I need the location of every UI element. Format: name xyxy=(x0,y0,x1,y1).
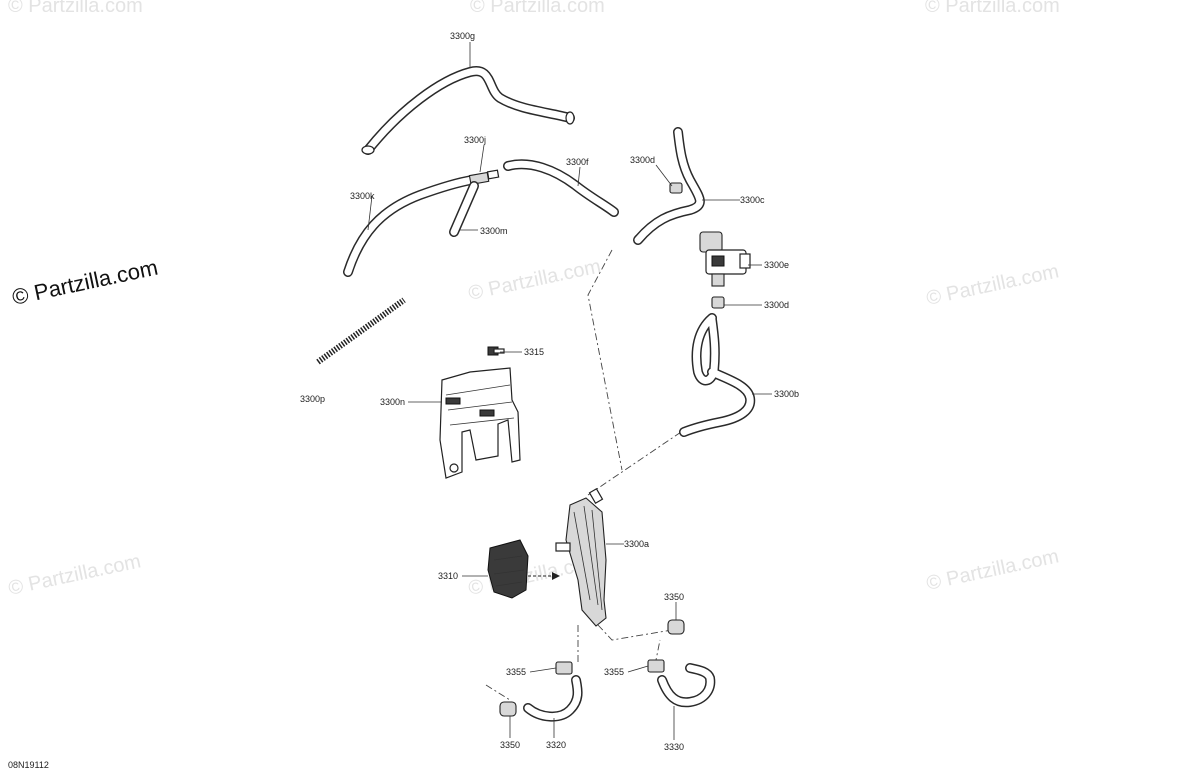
clip-3355-right xyxy=(647,659,665,673)
callout-3300f: 3300f xyxy=(566,157,589,167)
callout-labels: 3300g 3300j 3300f 3300d 3300c 3300k 3300… xyxy=(300,31,799,752)
diagram-code: 08N19112 xyxy=(8,760,49,770)
callout-3355-right: 3355 xyxy=(604,667,624,677)
watermark-text: © Partzilla.com xyxy=(924,545,1060,595)
watermark-text: © Partzilla.com xyxy=(925,0,1060,17)
assembly-lines xyxy=(485,249,685,701)
canister-3300a xyxy=(555,487,607,627)
callout-3355-left: 3355 xyxy=(506,667,526,677)
hose-3300b xyxy=(679,313,756,437)
leader-lines xyxy=(367,42,772,740)
watermark-text: © Partzilla.com xyxy=(6,550,142,600)
callout-3330: 3330 xyxy=(664,742,684,752)
callout-3300a: 3300a xyxy=(624,539,649,549)
callout-3300j: 3300j xyxy=(464,135,486,145)
clip-3355-left xyxy=(555,661,573,675)
valve-3300e xyxy=(699,231,751,287)
hose-3300k xyxy=(343,175,477,277)
watermark-text: © Partzilla.com xyxy=(8,0,143,17)
watermark-text: © Partzilla.com xyxy=(470,0,605,17)
bracket-3300n xyxy=(439,367,521,479)
callout-3300e: 3300e xyxy=(764,260,789,270)
hose-3320 xyxy=(523,675,583,722)
callout-3310: 3310 xyxy=(438,571,458,581)
hose-3300g xyxy=(361,66,575,155)
callout-3320: 3320 xyxy=(546,740,566,750)
watermark-main: © Partzilla.com xyxy=(10,255,160,310)
hose-3330 xyxy=(657,663,716,708)
callout-3300p: 3300p xyxy=(300,394,325,404)
callout-3300n: 3300n xyxy=(380,397,405,407)
clamp-3300d-top xyxy=(669,182,683,194)
clamp-3300d-mid xyxy=(711,296,725,309)
callout-3300m: 3300m xyxy=(480,226,508,236)
callout-3350-top: 3350 xyxy=(664,592,684,602)
callout-3315: 3315 xyxy=(524,347,544,357)
callout-3300k: 3300k xyxy=(350,191,375,201)
callout-3350-bottom: 3350 xyxy=(500,740,520,750)
watermark-layer: © Partzilla.com © Partzilla.com © Partzi… xyxy=(6,0,1060,600)
hose-3300f xyxy=(503,159,619,217)
callout-3300c: 3300c xyxy=(740,195,765,205)
bolt-3315 xyxy=(487,346,505,356)
clip-3350-bottom xyxy=(499,701,517,717)
spring-3300p xyxy=(316,297,406,365)
watermark-text: © Partzilla.com xyxy=(466,255,602,305)
callout-3300b: 3300b xyxy=(774,389,799,399)
callout-3300g: 3300g xyxy=(450,31,475,41)
callout-3300d-top: 3300d xyxy=(630,155,655,165)
hose-3300m xyxy=(449,181,479,237)
bracket-3310 xyxy=(487,539,560,599)
watermark-text: © Partzilla.com xyxy=(924,260,1060,310)
clip-3350-top xyxy=(667,619,685,635)
hose-3300c xyxy=(633,127,705,245)
callout-3300d-mid: 3300d xyxy=(764,300,789,310)
